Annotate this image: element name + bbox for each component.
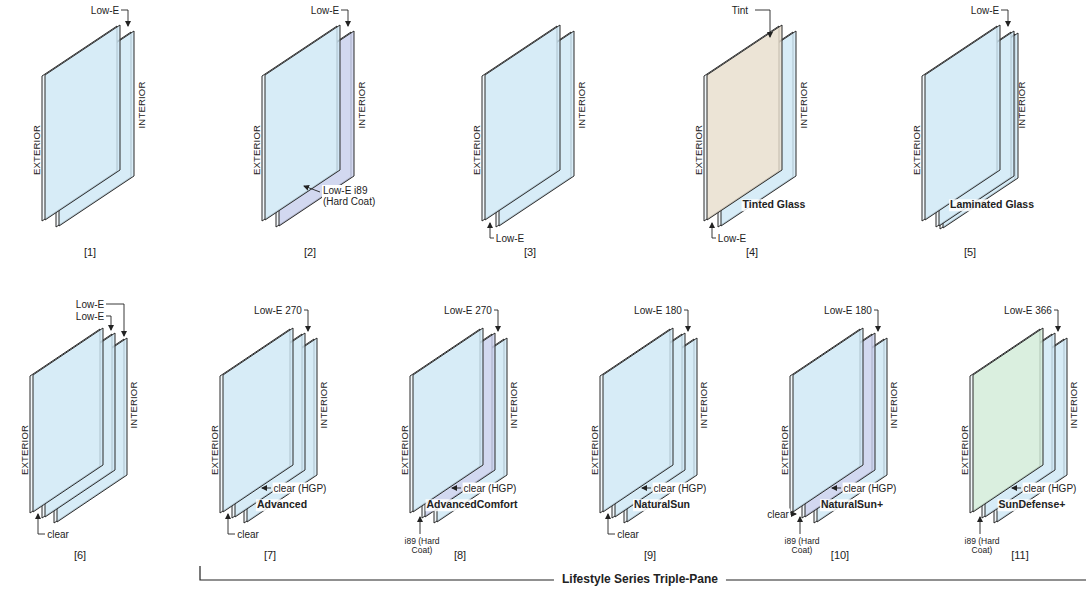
coating-label: Low-E [310, 5, 340, 16]
leader-line [490, 223, 494, 238]
coating-label: Low-E i89 (Hard Coat) [322, 185, 386, 207]
callout-number: [4] [745, 246, 759, 258]
side-label: EXTERIOR [960, 424, 970, 476]
product-name: AdvancedComfort [425, 499, 518, 511]
callout-number: [3] [523, 246, 537, 258]
coating-label: Low-E [75, 299, 105, 310]
side-label: EXTERIOR [472, 124, 482, 176]
leader-line [608, 514, 615, 534]
product-name: Laminated Glass [949, 199, 1035, 211]
callout-number: [8] [453, 549, 467, 561]
glass-label: clear (HGP) [273, 483, 328, 494]
callout-number: [9] [643, 549, 657, 561]
leader-line [494, 310, 498, 331]
side-label: INTERIOR [577, 81, 587, 130]
coating-label: Low-E 180 [633, 305, 683, 316]
glass-pane [45, 25, 120, 220]
callout-number: [2] [303, 246, 317, 258]
glass-label: clear (HGP) [653, 483, 708, 494]
product-name: NaturalSun [633, 499, 691, 511]
callout-number: [6] [73, 549, 87, 561]
leader-line [755, 10, 770, 37]
coating-label: i89 (Hard Coat) [398, 537, 446, 556]
side-label: EXTERIOR [590, 424, 600, 476]
coating-label: i89 (Hard Coat) [958, 537, 1006, 556]
side-label: INTERIOR [1069, 381, 1079, 430]
leader-line [121, 10, 128, 26]
leader-line [228, 514, 235, 534]
leader-line [790, 514, 796, 515]
side-label: INTERIOR [129, 381, 139, 430]
coating-label: Tint [731, 5, 749, 16]
leader-line [341, 10, 348, 26]
product-name: SunDefense+ [998, 499, 1067, 511]
leader-line [874, 310, 878, 331]
side-label: INTERIOR [1017, 81, 1027, 130]
coating-label: Low-E [717, 233, 747, 244]
coating-label: Low-E 366 [1003, 305, 1053, 316]
glass-label: clear [616, 529, 640, 540]
callout-number: [10] [830, 549, 850, 561]
callout-number: [7] [263, 549, 277, 561]
coating-label: Low-E [90, 5, 120, 16]
leader-line [1001, 10, 1008, 26]
leader-line [684, 310, 688, 331]
leader-line [980, 517, 981, 534]
side-label: EXTERIOR [252, 124, 262, 176]
series-caption: Lifestyle Series Triple-Pane [554, 573, 726, 586]
glass-label: clear (HGP) [1023, 483, 1078, 494]
product-name: NaturalSun+ [820, 499, 884, 511]
product-name: Tinted Glass [742, 199, 807, 211]
coating-label: Low-E 180 [823, 305, 873, 316]
glass-pane [925, 25, 1000, 220]
leader-line [262, 488, 271, 489]
glass-label: clear [766, 509, 790, 520]
callout-number: [1] [83, 246, 97, 258]
glass-label: clear (HGP) [463, 483, 518, 494]
glass-pane [485, 25, 560, 220]
side-label: INTERIOR [137, 81, 147, 130]
coating-label: Low-E [970, 5, 1000, 16]
glass-label: clear [46, 529, 70, 540]
leader-line [1054, 310, 1058, 331]
side-label: INTERIOR [699, 381, 709, 430]
leader-line [420, 517, 421, 534]
leader-line [642, 488, 651, 489]
coating-label: Low-E 270 [443, 305, 493, 316]
side-label: EXTERIOR [694, 124, 704, 176]
glass-label: clear [236, 529, 260, 540]
coating-label: Low-E [495, 233, 525, 244]
leader-line [106, 316, 111, 330]
side-label: EXTERIOR [780, 424, 790, 476]
side-label: EXTERIOR [32, 124, 42, 176]
leader-line [304, 310, 308, 331]
side-label: INTERIOR [509, 381, 519, 430]
side-label: EXTERIOR [400, 424, 410, 476]
callout-number: [11] [1010, 549, 1030, 561]
glass-label: clear (HGP) [843, 483, 898, 494]
glass-pane [33, 328, 103, 512]
coating-label: Low-E [75, 311, 105, 322]
leader-line [38, 514, 45, 534]
side-label: INTERIOR [799, 81, 809, 130]
side-label: EXTERIOR [912, 124, 922, 176]
side-label: EXTERIOR [210, 424, 220, 476]
glass-pane [707, 25, 782, 220]
side-label: INTERIOR [889, 381, 899, 430]
leader-line [304, 186, 320, 192]
leader-line [832, 488, 841, 489]
coating-label: Low-E 270 [253, 305, 303, 316]
leader-line [452, 488, 461, 489]
leader-line [712, 223, 716, 238]
leader-line [800, 517, 801, 534]
side-label: EXTERIOR [20, 424, 30, 476]
leader-line [1012, 488, 1021, 489]
side-label: INTERIOR [357, 81, 367, 130]
callout-number: [5] [963, 246, 977, 258]
product-name: Advanced [256, 499, 308, 511]
side-label: INTERIOR [319, 381, 329, 430]
coating-label: i89 (Hard Coat) [778, 537, 826, 556]
leader-line [106, 304, 124, 336]
